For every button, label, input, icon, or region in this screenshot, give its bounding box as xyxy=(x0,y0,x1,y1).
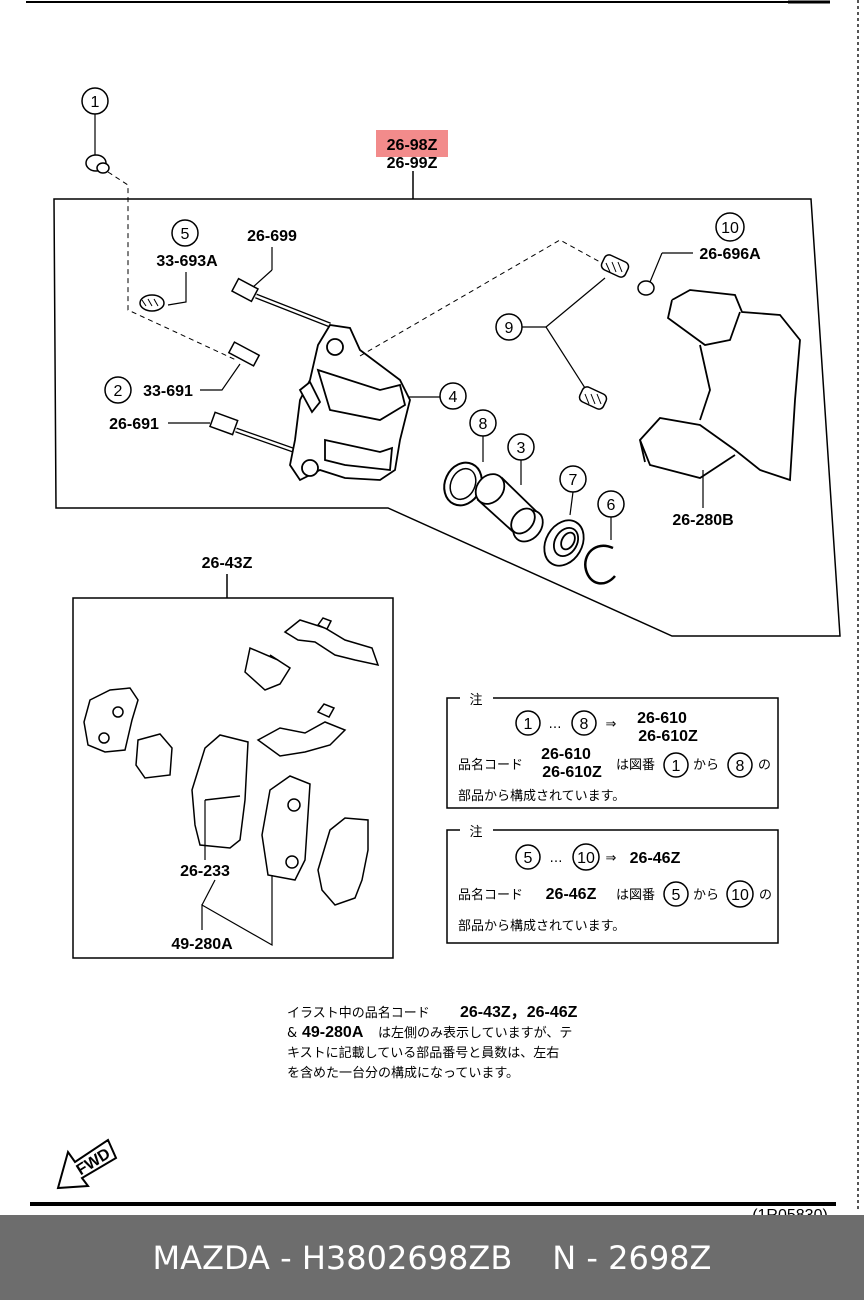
ellipsis: … xyxy=(549,717,562,732)
note-2-title: 注 xyxy=(469,825,482,840)
note-1-text-c: から xyxy=(693,758,719,773)
ellipsis: … xyxy=(550,851,563,866)
cap-part-10 xyxy=(637,280,655,296)
note-2-text-c: から xyxy=(693,888,719,903)
caliper-bracket-26-280B xyxy=(638,289,801,482)
label-26-233: 26-233 xyxy=(180,863,230,880)
note-1-from-2: 1 xyxy=(672,758,681,775)
guide-bolt-26-699 xyxy=(230,277,331,328)
note-2-arrow: ⇒ xyxy=(606,851,617,866)
callout-5 xyxy=(171,219,199,247)
note-2-code-2: 26-46Z xyxy=(546,886,597,903)
bleeder-screw-part-2 xyxy=(227,341,261,367)
footer-ref-number: N - 2698Z xyxy=(552,1238,712,1277)
callout-5-number: 5 xyxy=(181,226,190,243)
assembly-label: 26-99Z xyxy=(387,155,438,172)
note-2-text-b: は図番 xyxy=(616,888,655,903)
piston-part-3 xyxy=(474,473,544,543)
note-1-title: 注 xyxy=(469,693,482,708)
callout-1-number: 1 xyxy=(91,94,100,111)
note-1-code-4: 26-610Z xyxy=(542,764,602,781)
callout-4 xyxy=(439,382,467,410)
pad-kit-frame xyxy=(72,597,394,959)
note-1-code-3: 26-610 xyxy=(541,746,591,763)
boot-part-9-upper xyxy=(600,254,630,278)
retaining-ring-part-6 xyxy=(584,544,616,585)
note-2-from-2: 5 xyxy=(672,887,681,904)
callout-10 xyxy=(715,212,745,242)
note-1-code-1: 26-610 xyxy=(637,710,687,727)
callout-3-number: 3 xyxy=(517,440,526,457)
doc-code: (1R05830) xyxy=(752,1207,828,1215)
callout-2-number: 2 xyxy=(114,383,123,400)
note-2-text-e: 部品から構成されています。 xyxy=(458,919,625,934)
footnote: イラスト中の品名コード 26-43Z，26-46Z & 49-280A は左側の… xyxy=(287,1004,578,1081)
dust-cap-part-1 xyxy=(85,154,110,174)
note-1-text-b: は図番 xyxy=(616,758,655,773)
note-2-text-d: の xyxy=(759,888,772,903)
footnote-line-2-suffix: は左側のみ表示していますが、テ xyxy=(378,1026,572,1041)
footnote-line-1-prefix: イラスト中の品名コード xyxy=(287,1005,430,1021)
pad-kit-parts xyxy=(83,617,380,906)
note-1-from: 1 xyxy=(524,716,533,733)
footnote-line-2-prefix: & xyxy=(287,1026,297,1041)
caliper-body xyxy=(289,324,411,482)
callout-4-number: 4 xyxy=(449,389,458,406)
note-2-from: 5 xyxy=(524,850,533,867)
footer-part-number: MAZDA - H3802698ZB xyxy=(152,1238,513,1277)
callout-2 xyxy=(104,376,132,404)
note-2-to-2: 10 xyxy=(731,887,749,904)
label-26-699: 26-699 xyxy=(247,228,297,245)
note-1-arrow: ⇒ xyxy=(606,717,617,732)
note-2-text-a: 品名コード xyxy=(458,887,523,903)
dust-boot-part-7 xyxy=(543,519,585,567)
label-26-691: 26-691 xyxy=(109,416,159,433)
note-1-code-2: 26-610Z xyxy=(638,728,698,745)
note-1: 注 1 … 8 ⇒ 26-610 26-610Z 品名コード 26-610 26… xyxy=(446,693,779,809)
label-26-280B: 26-280B xyxy=(672,512,733,529)
footnote-line-1-codes: 26-43Z，26-46Z xyxy=(460,1004,578,1021)
label-26-43Z: 26-43Z xyxy=(202,555,253,572)
caliper-assembly-frame xyxy=(53,198,841,637)
parts-diagram: 26-98Z 26-99Z 1 5 33-693A 26-699 2 33-69… xyxy=(26,0,859,1215)
footnote-line-4: を含めた一台分の構成になっています。 xyxy=(287,1065,519,1081)
callout-9-number: 9 xyxy=(505,320,514,337)
assembly-label-highlighted: 26-98Z xyxy=(387,137,438,154)
callout-6-number: 6 xyxy=(607,497,616,514)
note-2: 注 5 … 10 ⇒ 26-46Z 品名コード 26-46Z は図番 5 から … xyxy=(446,825,779,944)
note-1-to-2: 8 xyxy=(736,758,745,775)
note-1-text-d: の xyxy=(758,758,771,773)
bleeder-cap-part-5 xyxy=(139,294,165,312)
fwd-arrow-icon: FWD xyxy=(56,1138,118,1190)
note-2-code: 26-46Z xyxy=(630,850,681,867)
callout-10-number: 10 xyxy=(721,220,739,237)
label-33-691: 33-691 xyxy=(143,383,193,400)
label-49-280A: 49-280A xyxy=(171,936,233,953)
footnote-line-3: キストに記載している部品番号と員数は、左右 xyxy=(287,1045,559,1061)
label-26-696A: 26-696A xyxy=(699,246,761,263)
footer-bar: MAZDA - H3802698ZB N - 2698Z xyxy=(0,1215,864,1300)
note-2-to: 10 xyxy=(577,850,595,867)
callout-7-number: 7 xyxy=(569,472,578,489)
note-1-to: 8 xyxy=(580,716,589,733)
label-33-693A: 33-693A xyxy=(156,253,218,270)
highlight-box xyxy=(376,130,448,157)
note-1-text-e: 部品から構成されています。 xyxy=(458,789,625,804)
callout-8-number: 8 xyxy=(479,416,488,433)
footnote-line-2-code: 49-280A xyxy=(302,1024,364,1041)
boot-part-9-lower xyxy=(578,386,608,410)
note-1-text-a: 品名コード xyxy=(458,757,523,773)
